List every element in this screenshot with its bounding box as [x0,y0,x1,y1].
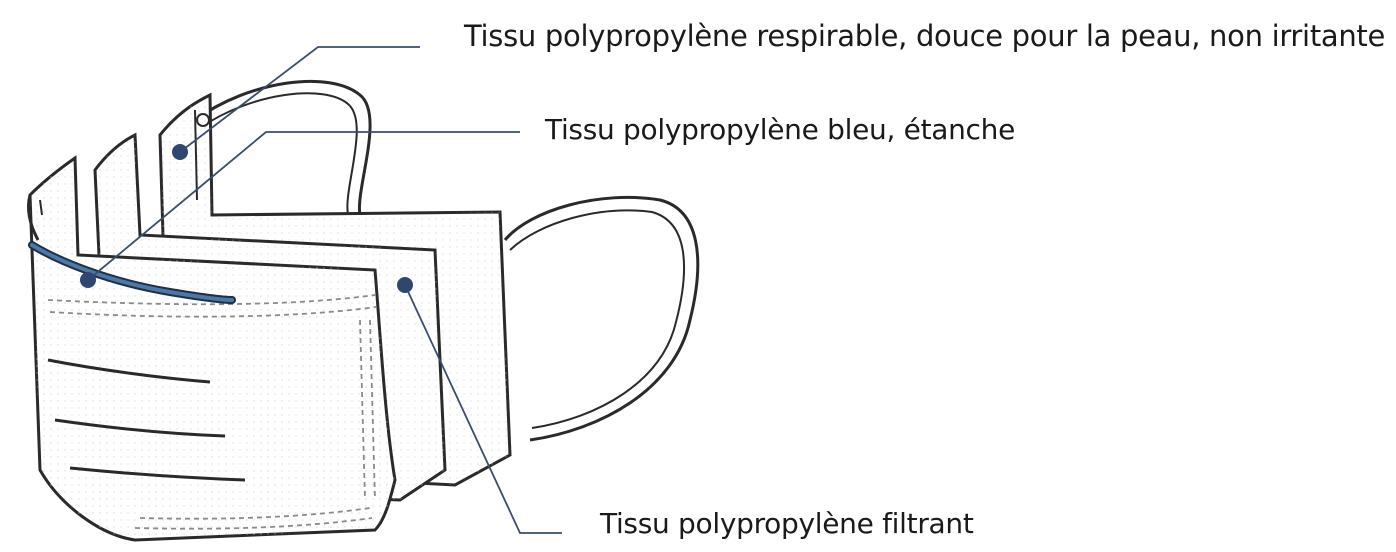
ear-loop-right-inner [510,210,684,428]
callout-dot-inner [172,144,188,160]
label-inner-layer: Tissu polypropylène respirable, douce po… [464,20,1385,52]
callout-dot-middle [80,272,96,288]
callout-dot-outer [397,277,413,293]
ear-loop-top-inner [200,93,357,214]
label-outer-layer: Tissu polypropylène filtrant [600,508,974,540]
label-middle-layer: Tissu polypropylène bleu, étanche [545,114,1015,146]
leader-inner-layer [180,47,420,152]
